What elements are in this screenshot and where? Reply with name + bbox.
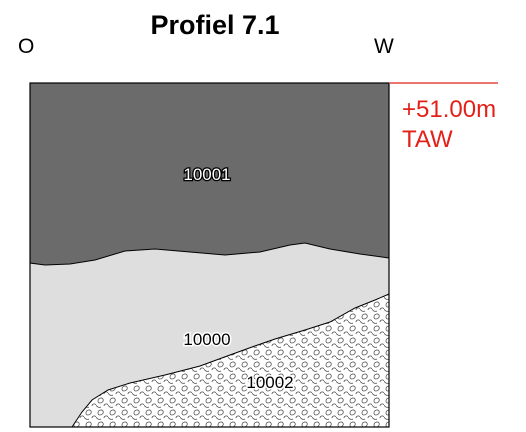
label-10000: 10000 — [183, 330, 230, 349]
profile-title: Profiel 7.1 — [150, 10, 280, 40]
profile-frame — [29, 82, 390, 428]
elevation-value: +51.00m — [402, 96, 497, 123]
direction-label-right: W — [374, 35, 394, 58]
layer-10002 — [71, 293, 390, 428]
direction-label-left: O — [18, 35, 35, 58]
label-10002: 10002 — [246, 373, 293, 392]
elevation-label: +51.00m TAW — [402, 95, 496, 155]
elevation-datum: TAW — [402, 126, 453, 153]
label-10001: 10001 — [183, 165, 230, 184]
layer-10001 — [29, 82, 390, 266]
